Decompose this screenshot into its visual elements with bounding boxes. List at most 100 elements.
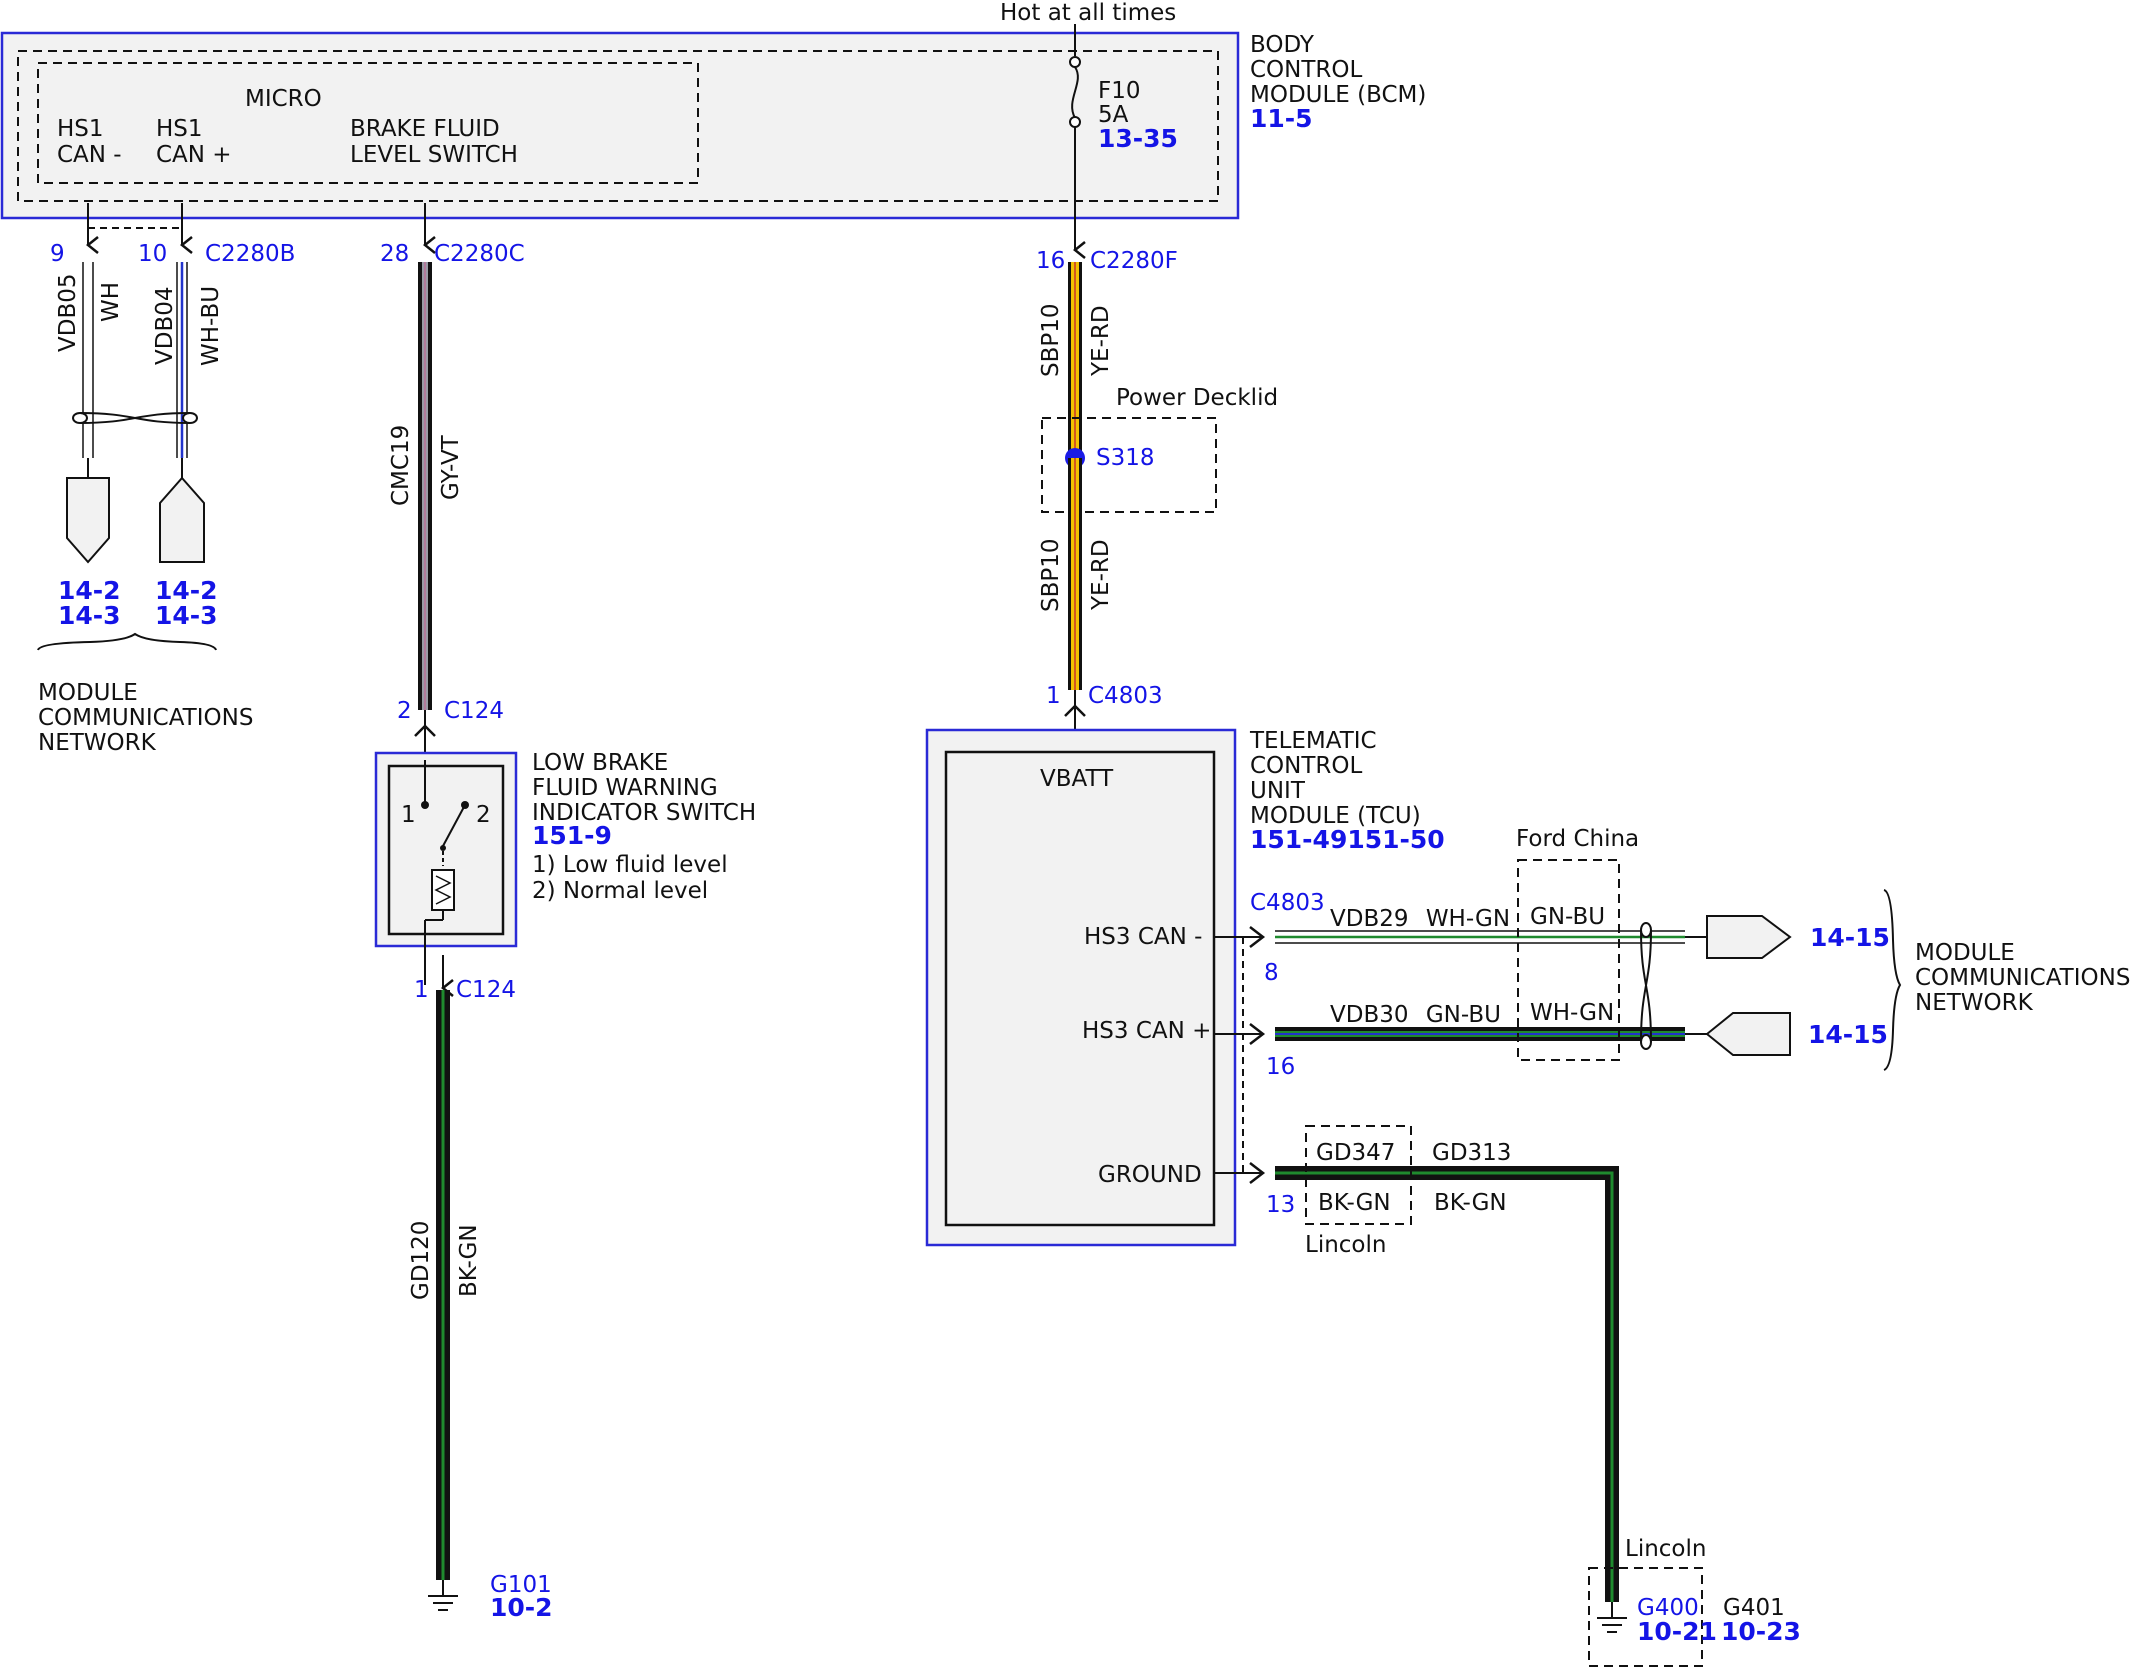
hs3-network-2: COMMUNICATIONS <box>1915 965 2130 991</box>
wire-gd120 <box>436 990 450 1580</box>
hs1-can-minus-label-1: HS1 <box>57 116 104 142</box>
hs1-ref-2b[interactable]: 14-3 <box>155 601 218 630</box>
fuse-ref[interactable]: 13-35 <box>1098 124 1178 153</box>
wire-vdb04-circuit: VDB04 <box>152 287 178 366</box>
ground-symbol-g101 <box>428 1580 458 1611</box>
fuse-rating: 5A <box>1098 102 1129 128</box>
ford-china-minus-color: GN-BU <box>1530 904 1605 930</box>
tcu-pin-hs3-can-minus: HS3 CAN - <box>1084 924 1202 950</box>
splice-variant-label: Power Decklid <box>1116 385 1278 411</box>
hs1-ref-1b[interactable]: 14-3 <box>58 601 121 630</box>
tcu-vbatt-label: VBATT <box>1040 766 1114 792</box>
pin-2-c124: 2 <box>397 698 412 724</box>
brake-switch-title-3: INDICATOR SWITCH <box>532 800 756 826</box>
tcu-title-3: UNIT <box>1250 778 1306 804</box>
tcu-module: VBATT HS3 CAN - HS3 CAN + GROUND TELEMAT… <box>925 728 1445 1247</box>
hs3-network-brace <box>1883 889 1902 1071</box>
ground-g101-name: G101 <box>490 1572 552 1598</box>
tcu-title-4: MODULE (TCU) <box>1250 803 1421 829</box>
micro-dashed <box>37 62 699 184</box>
offpage-connector-hs3-plus[interactable] <box>1705 1012 1791 1056</box>
bcm-title-2: CONTROL <box>1250 57 1363 83</box>
wire-vdb30 <box>1275 1027 1685 1041</box>
ground-g401-ref[interactable]: 10-23 <box>1721 1617 1801 1646</box>
hs3-can-branch: VDB29 WH-GN VDB30 GN-BU Ford China GN-BU… <box>1275 826 2130 1071</box>
wire-vdb05 <box>82 262 94 458</box>
wire-sbp10-upper-circuit: SBP10 <box>1038 303 1064 377</box>
tcu-ref[interactable]: 151-49151-50 <box>1250 825 1445 854</box>
hs3-ref-plus[interactable]: 14-15 <box>1808 1020 1888 1049</box>
wire-sbp10-lower-color: YE-RD <box>1088 539 1114 611</box>
wire-vdb05-color: WH <box>98 282 124 322</box>
hs1-can-minus-label-2: CAN - <box>57 142 122 168</box>
tcu-pin-hs3-can-plus: HS3 CAN + <box>1082 1018 1211 1044</box>
bcm-title-1: BODY <box>1250 32 1315 58</box>
connector-c2280f: C2280F <box>1090 248 1178 274</box>
wire-sbp10-upper <box>1068 262 1082 458</box>
wire-vdb04-color: WH-BU <box>198 286 224 366</box>
hs1-network-1: MODULE <box>38 680 138 706</box>
brake-fluid-branch: 28 C2280C CMC19 GY-VT 2 C124 1 <box>374 203 756 1622</box>
hs1-can-branch: 9 10 C2280B VDB05 WH VDB04 WH-BU 14-2 <box>37 203 295 756</box>
bcm-module: MICRO HS1 CAN - HS1 CAN + BRAKE FLUID LE… <box>0 24 1426 244</box>
wire-gd313 <box>1275 1166 1619 1602</box>
connector-c124-bottom: C124 <box>456 977 516 1003</box>
bcm-ref[interactable]: 11-5 <box>1250 104 1313 133</box>
tcu-title-1: TELEMATIC <box>1249 728 1377 754</box>
offpage-connector-hs1-minus[interactable] <box>66 477 110 564</box>
splice-variant-box <box>1041 417 1217 513</box>
switch-contacts <box>421 760 469 985</box>
wire-vdb30-circuit: VDB30 <box>1330 1002 1409 1028</box>
hs3-ref-minus[interactable]: 14-15 <box>1810 923 1890 952</box>
ground-g400-ref[interactable]: 10-21 <box>1637 1617 1717 1646</box>
connector-c2280c: C2280C <box>434 241 525 267</box>
ford-china-label: Ford China <box>1516 826 1639 852</box>
hs1-can-plus-label-2: CAN + <box>156 142 232 168</box>
ground-symbol-g400 <box>1597 1602 1627 1633</box>
ford-china-variant-box <box>1517 859 1620 1061</box>
hs3-network-1: MODULE <box>1915 940 2015 966</box>
wire-vdb30-color: GN-BU <box>1426 1002 1501 1028</box>
lincoln-variant-label: Lincoln <box>1305 1232 1386 1258</box>
wire-sbp10-upper-color: YE-RD <box>1088 305 1114 377</box>
ground-g101-ref[interactable]: 10-2 <box>490 1593 553 1622</box>
tcu-inner <box>944 750 1216 1227</box>
hs1-network-2: COMMUNICATIONS <box>38 705 253 731</box>
tcu-pin-16: 16 <box>1266 1054 1295 1080</box>
wire-cmc19-circuit: CMC19 <box>388 425 414 506</box>
pin-1-c4803: 1 <box>1046 683 1061 709</box>
offpage-connector-hs3-minus[interactable] <box>1706 915 1792 959</box>
brake-switch-state-1: 1) Low fluid level <box>532 852 728 878</box>
tcu-title-2: CONTROL <box>1250 753 1363 779</box>
connector-c4803-top: C4803 <box>1088 683 1163 709</box>
wire-gd120-circuit: GD120 <box>408 1221 434 1300</box>
pin-9: 9 <box>50 241 65 267</box>
wire-gd120-color: BK-GN <box>456 1224 482 1297</box>
offpage-connector-hs1-plus[interactable] <box>159 476 205 563</box>
wire-vdb29 <box>1275 930 1685 944</box>
splice-s318-label: S318 <box>1096 445 1155 471</box>
gd347-color: BK-GN <box>1318 1190 1391 1216</box>
tcu-pin-13: 13 <box>1266 1192 1295 1218</box>
wire-sbp10-lower <box>1068 458 1082 690</box>
brake-switch-ref[interactable]: 151-9 <box>532 821 612 850</box>
tcu-ground-branch: GD347 BK-GN Lincoln GD313 BK-GN Lincoln … <box>1275 1125 1801 1667</box>
hs3-network-3: NETWORK <box>1915 990 2034 1016</box>
hs1-ref-1a[interactable]: 14-2 <box>58 576 121 605</box>
tcu-feed-branch: 16 C2280F SBP10 YE-RD Power Decklid S318… <box>1036 225 1278 752</box>
pin-10: 10 <box>138 241 167 267</box>
micro-label: MICRO <box>245 86 322 112</box>
tcu-pin-ground: GROUND <box>1098 1162 1202 1188</box>
hs1-ref-2a[interactable]: 14-2 <box>155 576 218 605</box>
connector-c2280b: C2280B <box>205 241 295 267</box>
wire-cmc19-color: GY-VT <box>438 434 464 500</box>
connector-c124-top: C124 <box>444 698 504 724</box>
bcm-title-3: MODULE (BCM) <box>1250 82 1426 108</box>
wire-vdb29-color: WH-GN <box>1426 906 1510 932</box>
network-brace <box>37 632 217 651</box>
twisted-pair-symbol-hs3 <box>1640 922 1652 1050</box>
contact-1-label: 1 <box>401 802 416 828</box>
brake-switch-state-2: 2) Normal level <box>532 878 708 904</box>
ground-g400-name: G400 <box>1637 1595 1699 1621</box>
gd347-circuit: GD347 <box>1316 1140 1395 1166</box>
